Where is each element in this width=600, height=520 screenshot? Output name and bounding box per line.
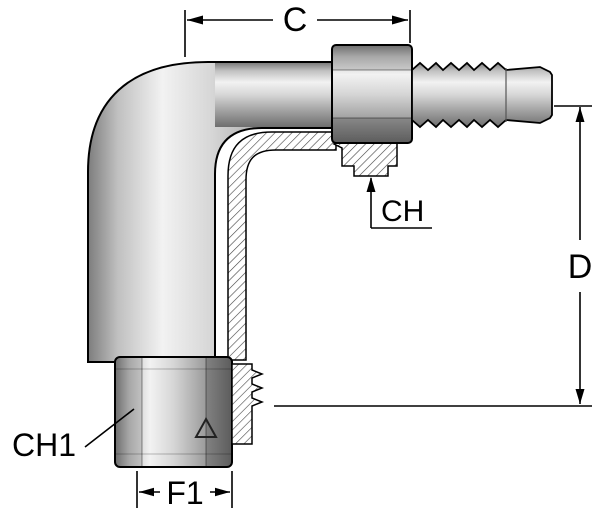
elbow-tube-body bbox=[87, 61, 337, 363]
horizontal-tube bbox=[215, 63, 336, 127]
hex-nut-shading-top bbox=[333, 46, 411, 70]
swivel-nut-shading-right bbox=[206, 358, 231, 466]
dim-c: C bbox=[184, 1, 411, 57]
dim-c-arrow-right bbox=[392, 15, 408, 25]
insert-wall-hatched bbox=[227, 131, 337, 361]
dim-d-arrow-bottom bbox=[575, 389, 585, 404]
dim-f1-label: F1 bbox=[166, 475, 203, 511]
dim-ch1: CH1 bbox=[12, 408, 135, 463]
dim-d-label: D bbox=[568, 248, 593, 286]
dim-ch1-label: CH1 bbox=[12, 427, 76, 463]
dim-c-arrow-left bbox=[187, 15, 203, 25]
dim-d: D bbox=[274, 105, 593, 407]
dim-d-arrow-top bbox=[575, 107, 585, 122]
fitting-body bbox=[87, 44, 553, 468]
dim-ch1-leader bbox=[84, 408, 135, 448]
dim-ch: CH bbox=[366, 177, 432, 229]
brand-triangle-logo bbox=[194, 416, 218, 438]
dimensions: C CH D F1 bbox=[12, 1, 592, 511]
hose-tail-barbs bbox=[411, 61, 553, 129]
dim-ch-arrow-up bbox=[366, 177, 376, 192]
seat-serrations bbox=[231, 363, 265, 445]
dim-f1-arrow-left bbox=[139, 487, 154, 497]
dim-f1-arrow-right bbox=[215, 487, 230, 497]
dim-c-label: C bbox=[283, 1, 308, 39]
hex-nut-shading-bottom bbox=[333, 118, 411, 142]
dim-ch-label: CH bbox=[381, 195, 424, 228]
dim-f1: F1 bbox=[136, 471, 233, 511]
